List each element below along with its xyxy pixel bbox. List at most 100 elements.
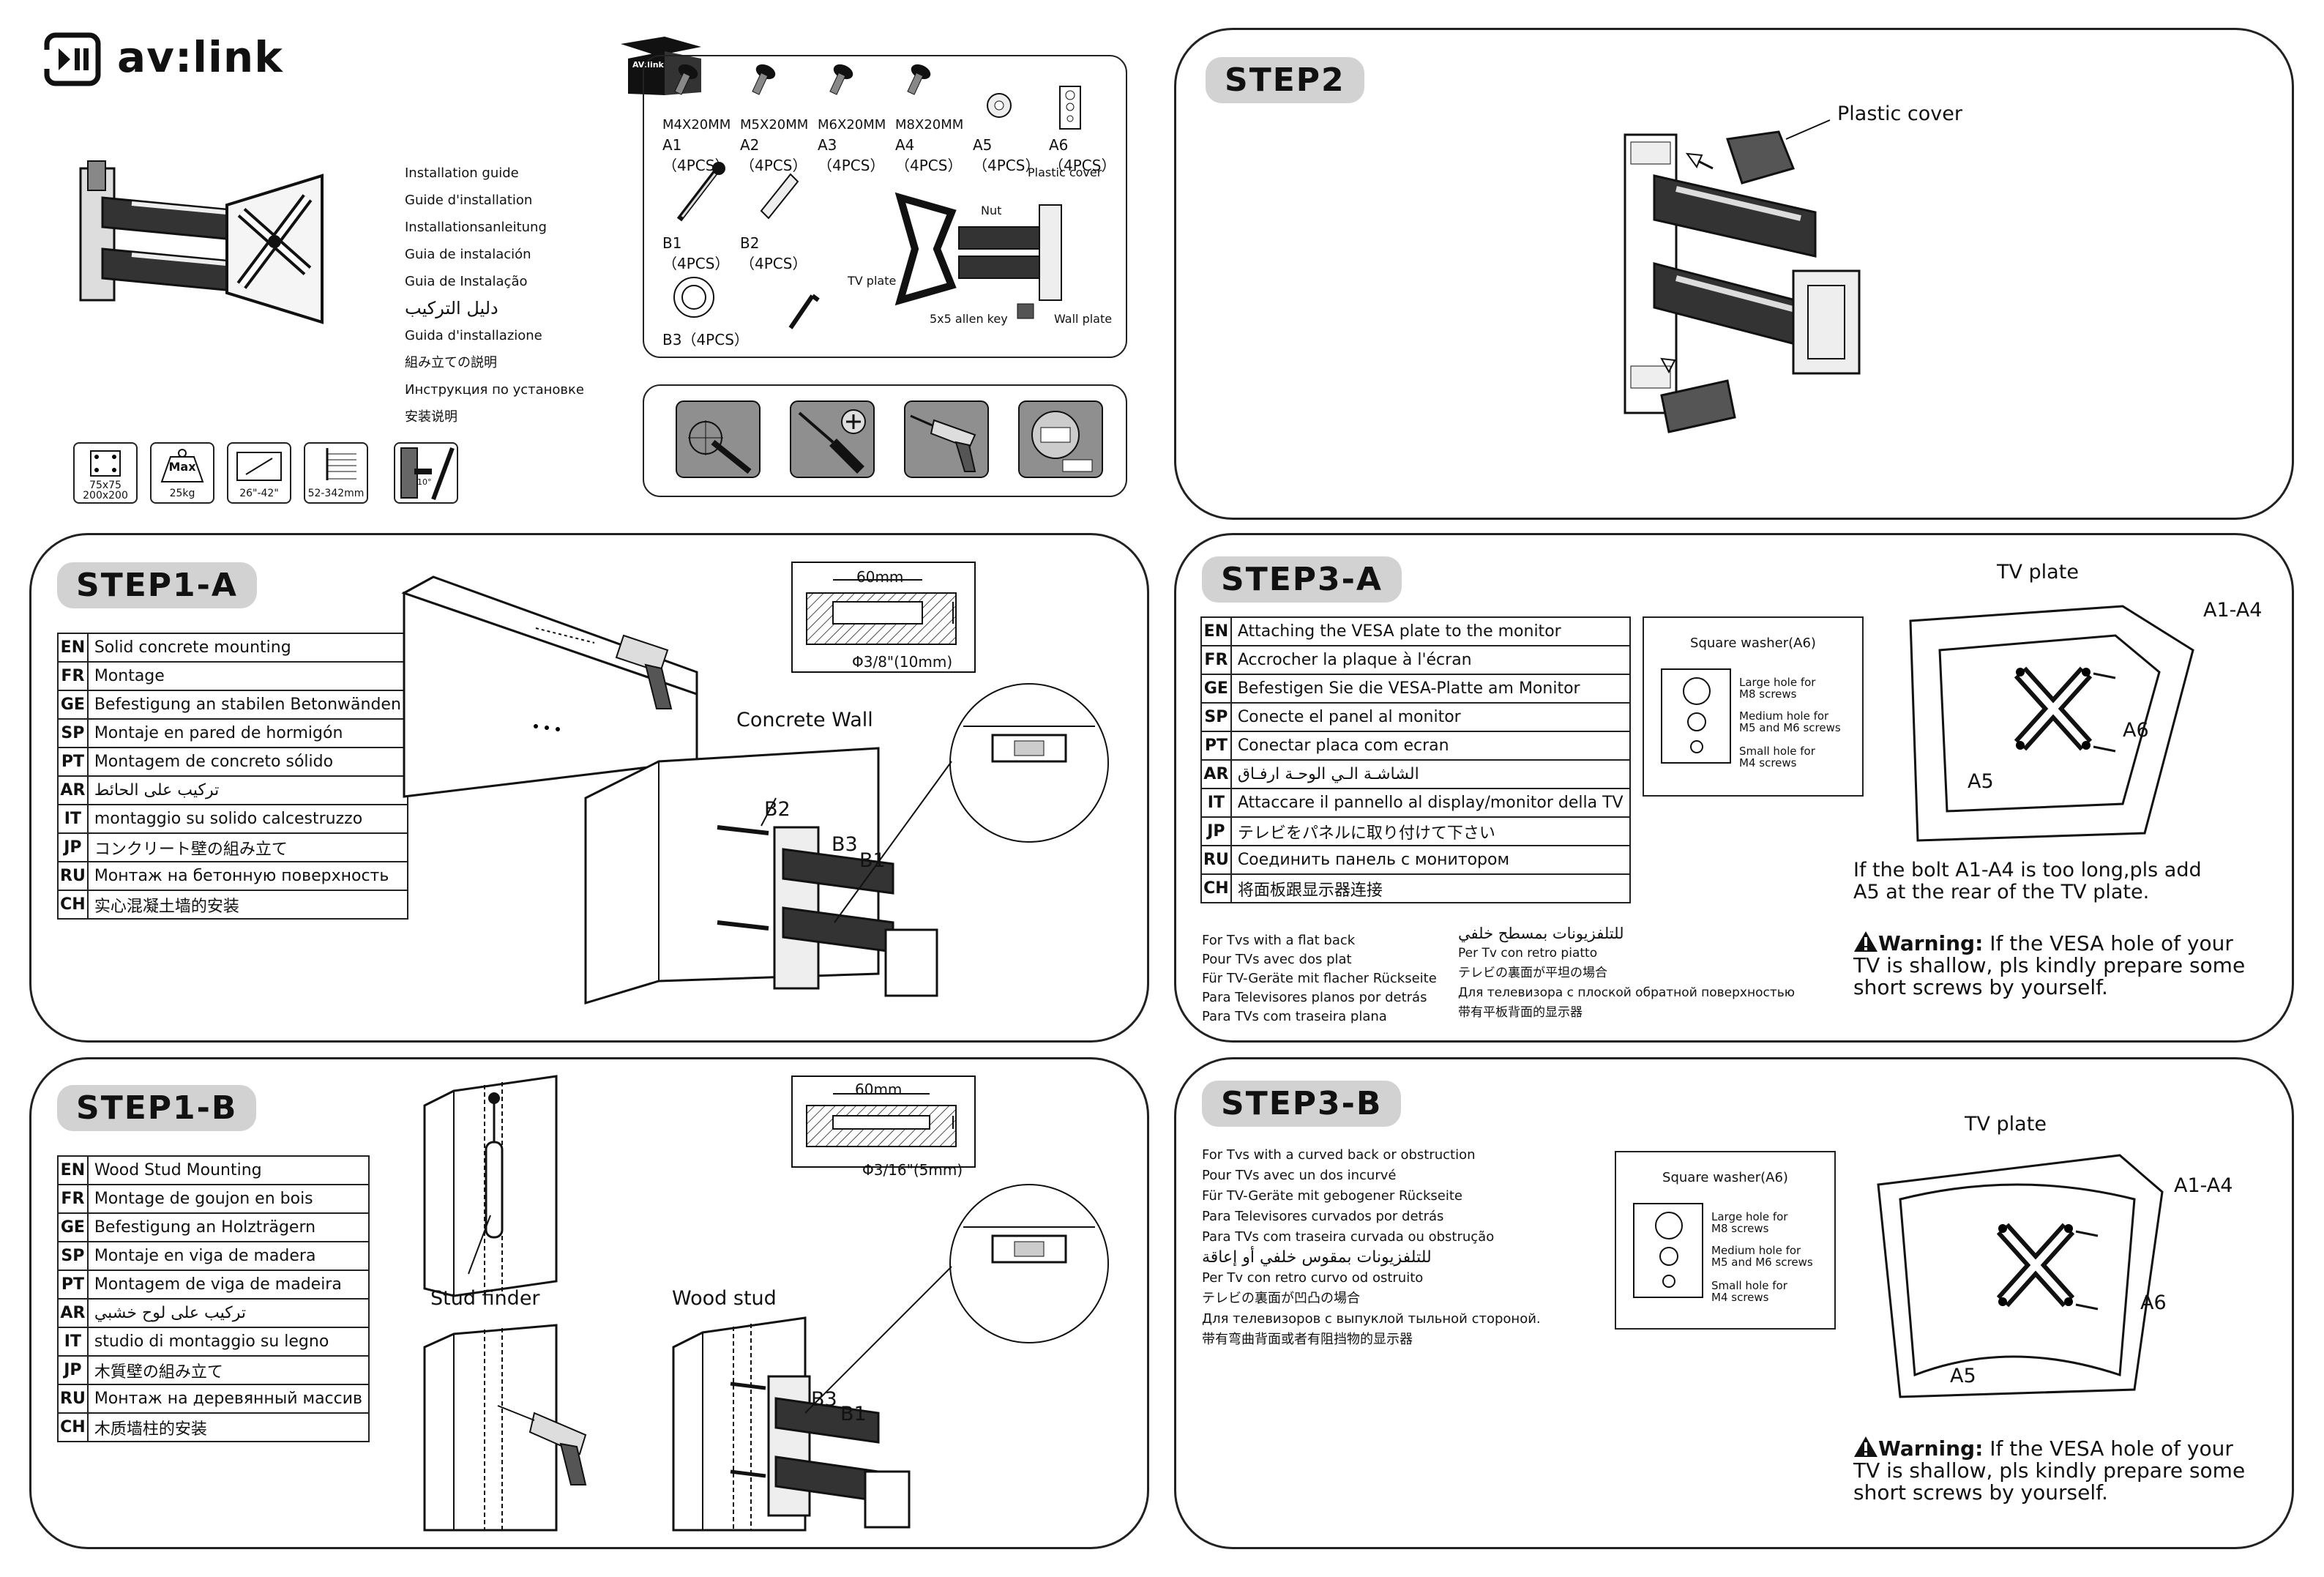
wood-stud-label: Wood stud bbox=[672, 1287, 777, 1310]
lang-text: Wood Stud Mounting bbox=[86, 1155, 370, 1185]
drill-hole-size: Φ3/16"(5mm) bbox=[862, 1161, 963, 1179]
washer-line: M4 screws bbox=[1739, 756, 1797, 769]
flat-back-line: Für TV-Geräte mit flacher Rückseite bbox=[1202, 971, 1437, 986]
step-title: STEP3-A bbox=[1202, 556, 1402, 603]
lang-code: CH bbox=[57, 1412, 89, 1442]
part-label: A4（4PCS） bbox=[895, 136, 963, 174]
play-pause-icon bbox=[44, 32, 101, 86]
label-b1: B1 bbox=[840, 1403, 867, 1425]
warning-line: If the VESA hole of your bbox=[1983, 1436, 2233, 1461]
screwdriver-icon bbox=[790, 400, 875, 478]
lang-text: Accrocher la plaque à l'écran bbox=[1230, 645, 1631, 675]
lang-text: Соединить панель с монитором bbox=[1230, 845, 1631, 875]
step-title: STEP3-B bbox=[1202, 1081, 1402, 1127]
installation-guide-list: Installation guide Guide d'installation … bbox=[405, 160, 584, 430]
flat-back-line: For Tvs with a flat back bbox=[1202, 933, 1356, 948]
label-b1: B1 bbox=[859, 849, 886, 872]
lang-code: RU bbox=[57, 1384, 89, 1414]
step-title: STEP1-A bbox=[57, 562, 257, 608]
drill-depth: 60mm bbox=[855, 1081, 903, 1098]
lang-code: IT bbox=[57, 804, 89, 834]
lang-code: SP bbox=[1200, 702, 1232, 732]
curved-back-line: Para Televisores curvados por detrás bbox=[1202, 1209, 1444, 1224]
label-b2: B2 bbox=[764, 798, 791, 821]
part-label: A5（4PCS） bbox=[973, 136, 1040, 174]
tilt-icon bbox=[400, 447, 455, 501]
lang-text: Montaje en pared de hormigón bbox=[86, 718, 408, 748]
washer-line: M8 screws bbox=[1739, 687, 1797, 701]
parts-panel bbox=[643, 55, 1127, 358]
lang-text: Solid concrete mounting bbox=[86, 633, 408, 663]
distance-spec: 52-342mm bbox=[304, 442, 368, 504]
washer-line: M5 and M6 screws bbox=[1739, 721, 1841, 734]
washer-line: Medium hole for bbox=[1739, 709, 1829, 723]
concrete-wall-label: Concrete Wall bbox=[736, 709, 873, 731]
warning-label: Warning: bbox=[1878, 1436, 1984, 1461]
lang-text: Montage bbox=[86, 661, 408, 691]
curved-back-line: للتلفزيونات بمقوس خلفي أو إعاقة bbox=[1202, 1248, 1432, 1267]
step-title: STEP1-B bbox=[57, 1085, 257, 1131]
washer-line: Large hole for bbox=[1739, 676, 1816, 689]
spec-line: 75x75 bbox=[89, 480, 122, 491]
lang-text: Монтаж на бетонную поверхность bbox=[86, 861, 408, 891]
lang-code: IT bbox=[1200, 788, 1232, 818]
curved-back-line: Pour TVs avec un dos incurvé bbox=[1202, 1168, 1397, 1183]
part-label: A3（4PCS） bbox=[818, 136, 885, 174]
screw-icon bbox=[674, 64, 1081, 130]
anchor-labels: B1（4PCS） B2（4PCS） bbox=[662, 234, 818, 273]
guide-title: 安装说明 bbox=[405, 409, 457, 425]
drill-depth-diagram bbox=[791, 1075, 976, 1168]
level-detail-circle bbox=[949, 1184, 1109, 1343]
concrete-drilling-illustration bbox=[401, 575, 698, 798]
tv-plate-label: TV plate bbox=[1997, 561, 2079, 584]
curved-back-line: For Tvs with a curved back or obstructio… bbox=[1202, 1147, 1476, 1163]
screen-size-spec: 26"-42" bbox=[227, 442, 291, 504]
lang-text: Conecte el panel al monitor bbox=[1230, 702, 1631, 732]
step2-panel bbox=[1174, 28, 2294, 520]
washer-title: Square washer(A6) bbox=[1662, 1170, 1788, 1185]
warning-line: short screws by yourself. bbox=[1853, 975, 2108, 999]
stud-finder-illustration bbox=[423, 1075, 558, 1297]
tv-plate-label: TV plate bbox=[1965, 1113, 2047, 1136]
tilt-spec: 10° bbox=[394, 442, 458, 504]
detail-leader-line bbox=[804, 1266, 952, 1414]
mounted-bracket-illustration bbox=[584, 747, 938, 1005]
guide-title: Инструкция по установке bbox=[405, 382, 584, 398]
drill-depth-diagram bbox=[791, 562, 976, 673]
mount-hardware-icon bbox=[894, 192, 1062, 319]
guide-title: Guida d'installazione bbox=[405, 328, 542, 343]
weight-max: Max bbox=[168, 460, 196, 474]
flat-back-line: Para TVs com traseira plana bbox=[1202, 1009, 1387, 1024]
part-label: B1（4PCS） bbox=[662, 234, 730, 272]
lang-text: コンクリート壁の組み立て bbox=[86, 832, 408, 862]
part-label: B3（4PCS） bbox=[662, 331, 749, 348]
guide-title: Guide d'installation bbox=[405, 193, 533, 208]
label-b3: B3 bbox=[811, 1388, 837, 1411]
flat-back-line: テレビの裏面が平坦の場合 bbox=[1458, 966, 1607, 980]
lang-code: RU bbox=[1200, 845, 1232, 875]
